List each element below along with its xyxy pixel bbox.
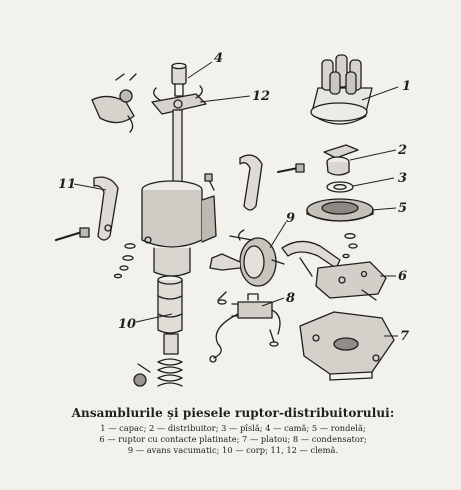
caption-title: Ansamblurile și piesele ruptor-distribui… <box>71 406 395 420</box>
leader-lines <box>73 61 399 337</box>
washer-disk-drawing <box>306 198 374 222</box>
condenser-drawing <box>209 293 281 363</box>
shaft-plate-clip-drawing <box>151 85 207 115</box>
breaker-contacts-drawing <box>281 240 387 301</box>
exploded-distributor-drawing: 1 2 3 4 5 6 7 8 9 10 11 12 <box>54 51 411 387</box>
caption-legend: 1 — capac; 2 — distribuitor; 3 — pîslă; … <box>18 423 448 456</box>
distributor-cap-drawing <box>310 54 373 125</box>
label-part-12: 12 <box>252 89 270 104</box>
distributor-body-drawing <box>141 180 217 334</box>
label-part-7: 7 <box>400 329 409 344</box>
left-clip-drawing <box>93 176 119 241</box>
figure-caption: Ansamblurile și piesele ruptor-distribui… <box>18 406 448 456</box>
label-part-3: 3 <box>398 171 407 186</box>
label-part-6: 6 <box>398 269 407 284</box>
label-part-8: 8 <box>286 291 295 306</box>
base-plate-drawing <box>299 311 395 381</box>
cam-drawing <box>171 62 187 97</box>
label-part-5: 5 <box>398 201 407 216</box>
legend-line-3: 9 — avans vacumatic; 10 — corp; 11, 12 —… <box>127 445 339 455</box>
label-part-9: 9 <box>286 211 295 226</box>
legend-line-1: 1 — capac; 2 — distribuitor; 3 — pîslă; … <box>100 423 366 433</box>
label-part-2: 2 <box>397 143 407 158</box>
label-part-1: 1 <box>402 79 411 94</box>
label-part-10: 10 <box>118 317 136 332</box>
rotor-drawing <box>323 144 359 176</box>
label-part-11: 11 <box>58 177 76 192</box>
legend-line-2: 6 — ruptor cu contacte platinate; 7 — pl… <box>99 434 367 444</box>
vacuum-advance-drawing <box>209 235 285 287</box>
felt-washer-drawing <box>326 181 354 193</box>
label-part-4: 4 <box>214 51 223 66</box>
